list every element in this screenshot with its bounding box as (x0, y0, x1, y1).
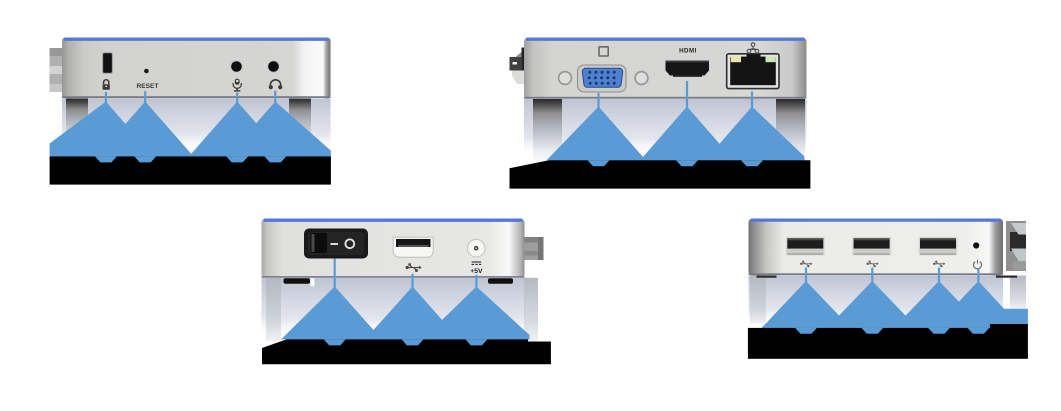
svg-text:HDMI: HDMI (679, 48, 697, 55)
svg-text:+5V: +5V (470, 268, 483, 275)
svg-text:RESET: RESET (137, 83, 159, 90)
